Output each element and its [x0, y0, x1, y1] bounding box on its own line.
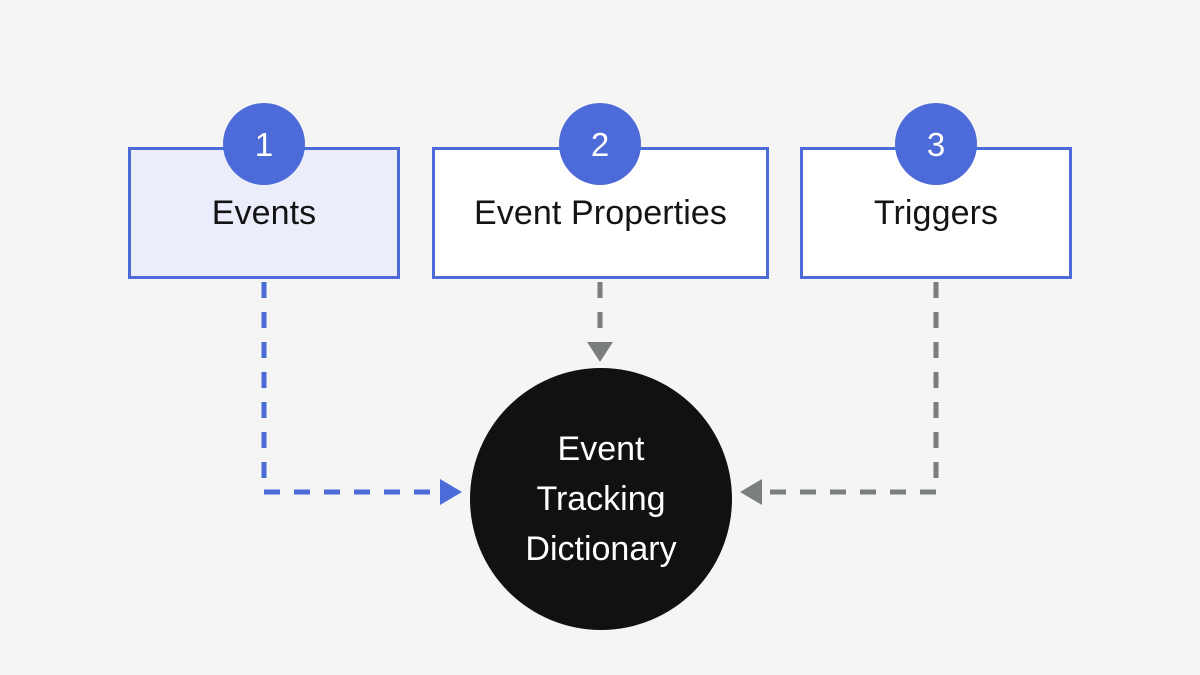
arrowhead-triggers-to-hub [740, 479, 762, 505]
step-badge-3: 3 [895, 103, 977, 185]
node-label-event-properties: Event Properties [474, 194, 727, 232]
step-badge-1-number: 1 [254, 125, 274, 163]
node-label-triggers: Triggers [873, 194, 999, 232]
step-badge-2: 2 [559, 103, 641, 185]
connector-events-to-hub [261, 282, 440, 495]
arrowhead-properties-to-hub [587, 342, 613, 362]
step-badge-1: 1 [223, 103, 305, 185]
node-label-events: Events [211, 194, 317, 232]
connector-triggers-to-hub [762, 282, 939, 495]
hub-line-2: Tracking [536, 480, 666, 518]
hub-line-3: Dictionary [525, 530, 677, 568]
arrowhead-events-to-hub [440, 479, 462, 505]
step-badge-3-number: 3 [926, 125, 946, 163]
step-badge-2-number: 2 [590, 125, 610, 163]
hub-event-tracking-dictionary[interactable]: Event Tracking Dictionary [470, 368, 732, 630]
hub-line-1: Event [557, 430, 645, 468]
